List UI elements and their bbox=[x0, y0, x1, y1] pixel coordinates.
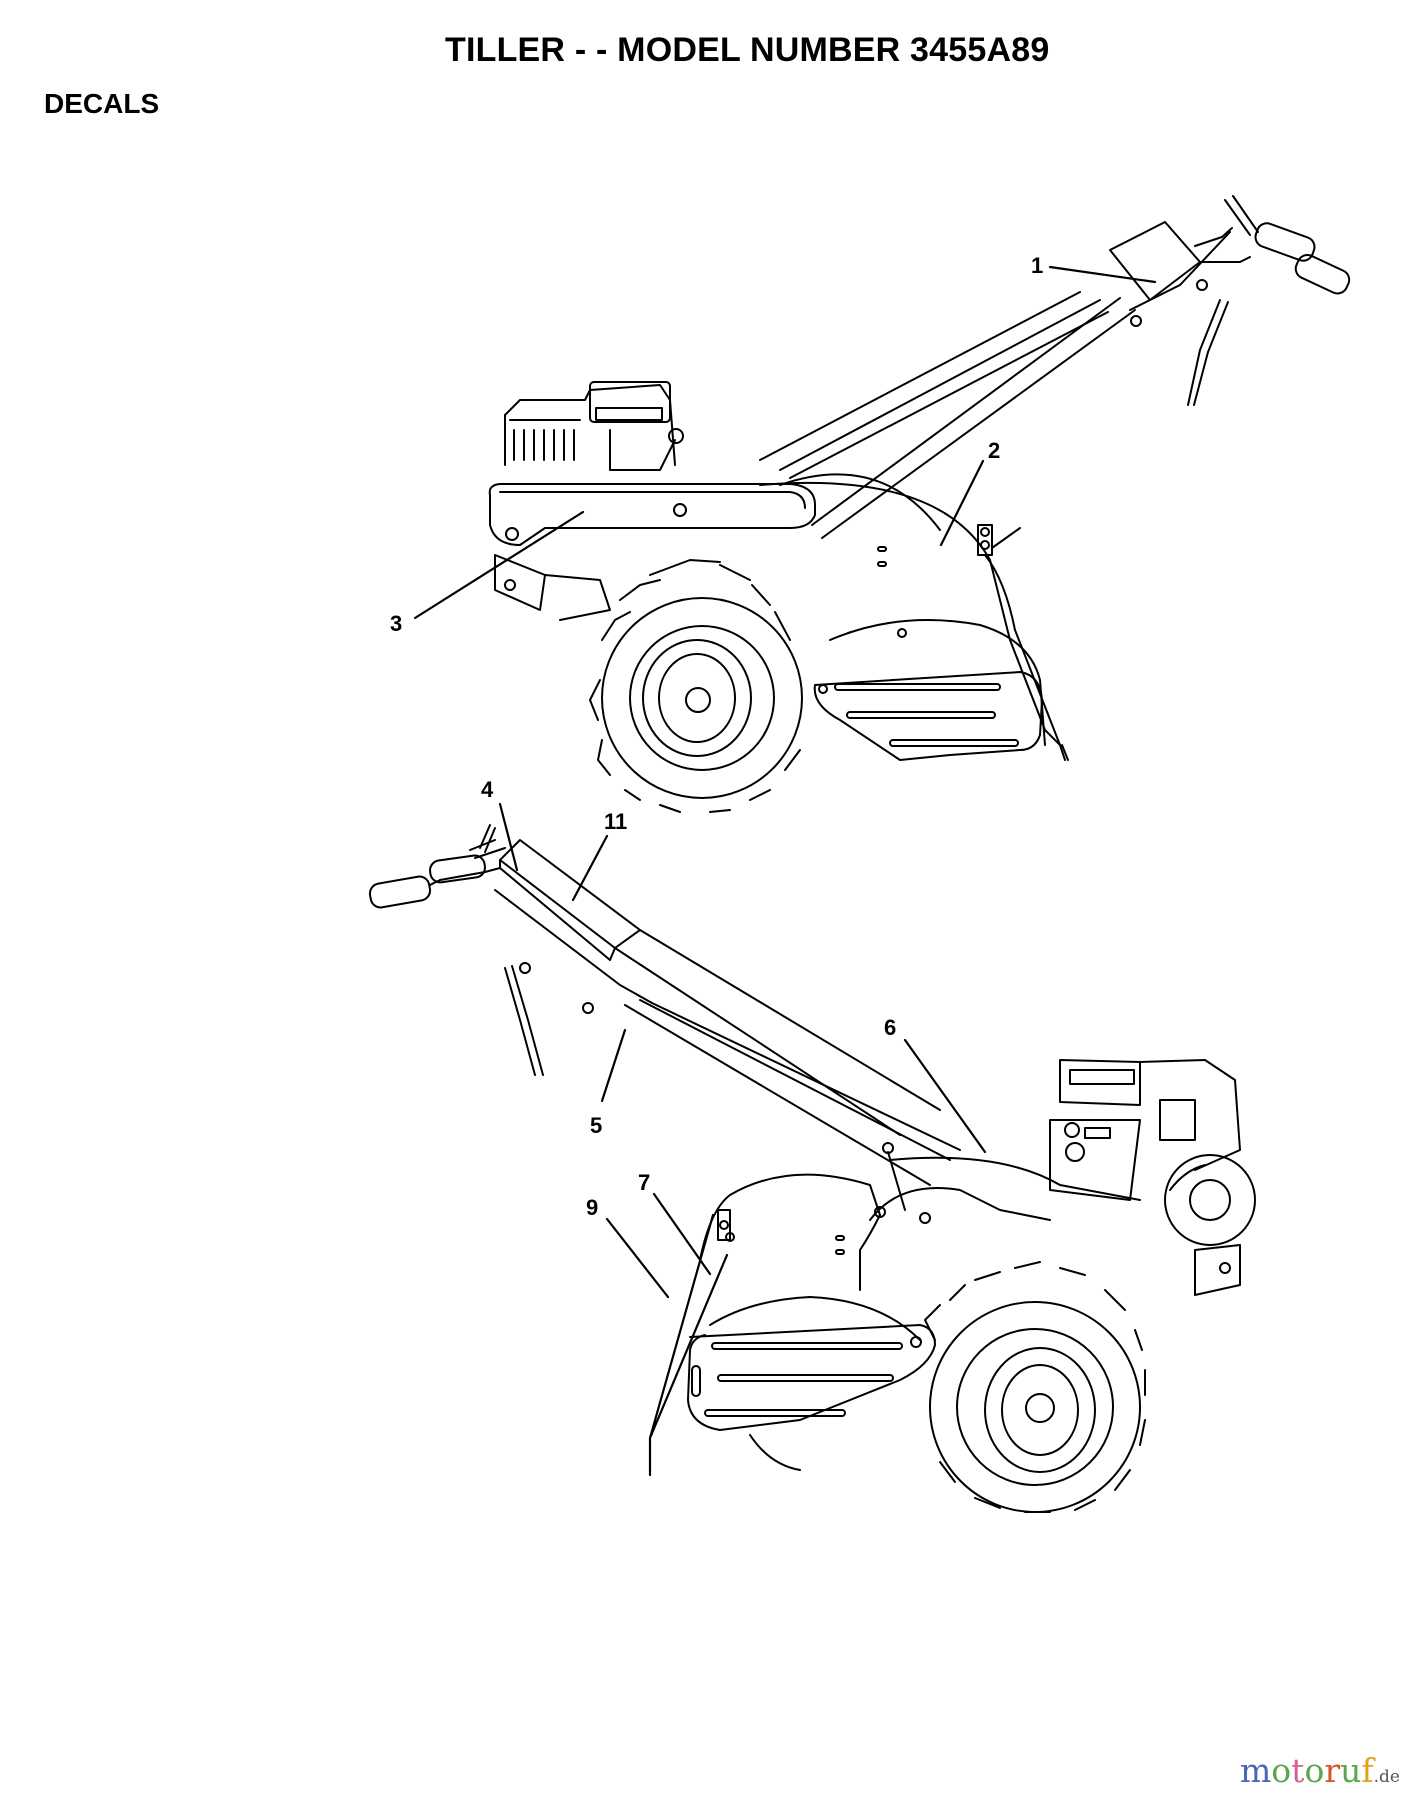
leader-7 bbox=[652, 1192, 712, 1276]
wm-suffix: .de bbox=[1373, 1767, 1400, 1787]
callout-leaders bbox=[413, 265, 1157, 1477]
leader-9 bbox=[605, 1217, 670, 1299]
callout-2: 2 bbox=[988, 438, 1001, 463]
section-heading: DECALS bbox=[44, 88, 160, 119]
leader-9-branch bbox=[648, 1213, 729, 1477]
leader-1 bbox=[1048, 265, 1157, 284]
leader-2 bbox=[939, 459, 985, 547]
wm-letter: o bbox=[1304, 1751, 1325, 1790]
wm-letter: m bbox=[1240, 1751, 1272, 1790]
callout-4: 4 bbox=[481, 777, 494, 802]
callout-6: 6 bbox=[884, 1015, 897, 1040]
leader-5 bbox=[600, 1028, 627, 1103]
wm-letter: o bbox=[1271, 1751, 1292, 1790]
callout-5: 5 bbox=[590, 1113, 603, 1138]
leader-11 bbox=[571, 834, 609, 902]
page-title: TILLER - - MODEL NUMBER 3455A89 bbox=[445, 31, 1050, 69]
leader-6 bbox=[903, 1038, 987, 1154]
leader-3 bbox=[413, 510, 585, 620]
callout-1: 1 bbox=[1031, 253, 1044, 278]
callout-9: 9 bbox=[586, 1195, 599, 1220]
tiller-left-side-view bbox=[368, 824, 1256, 1513]
wm-letter: f bbox=[1361, 1751, 1374, 1790]
wm-letter: u bbox=[1340, 1751, 1362, 1790]
callout-11: 11 bbox=[604, 809, 628, 834]
leader-4 bbox=[498, 802, 519, 872]
wm-letter: r bbox=[1324, 1751, 1341, 1790]
tiller-right-side-view bbox=[488, 195, 1351, 813]
callout-3: 3 bbox=[390, 611, 403, 636]
wm-letter: t bbox=[1291, 1751, 1305, 1790]
callout-7: 7 bbox=[638, 1170, 651, 1195]
motoruf-watermark: motoruf.de bbox=[1240, 1752, 1400, 1796]
